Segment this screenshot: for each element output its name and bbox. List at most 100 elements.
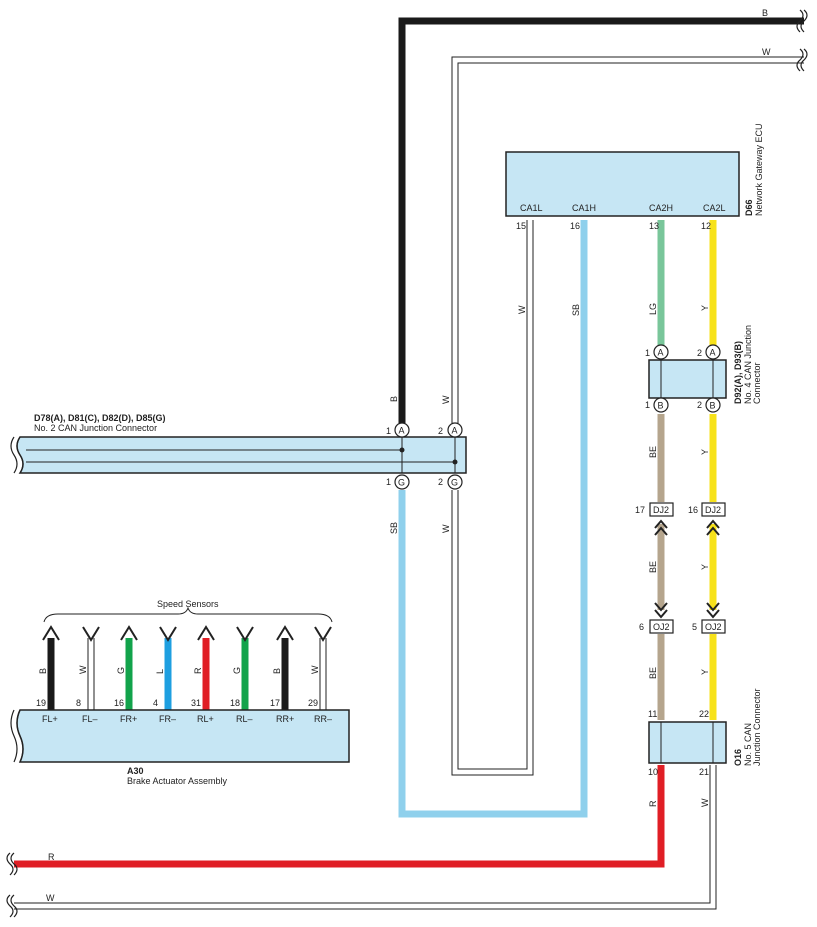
no5-can-junction-connector: 11 22 10 21 O16 No. 5 CAN Junction Conne… — [648, 688, 762, 777]
sensor-pin-label: RL– — [236, 714, 253, 724]
wire-label-w-vertical: W — [441, 395, 451, 404]
wire-w-ca1l-loop — [451, 220, 534, 776]
svg-text:B: B — [710, 401, 716, 411]
wire-label-w-top: W — [762, 47, 771, 57]
sensor-pin-label: RR– — [314, 714, 332, 724]
sensor-pin-labels: B19FL+W8FL–G16FR+L4FR–R31RL+G18RL–B17RR+… — [36, 665, 332, 724]
svg-text:G: G — [451, 478, 458, 488]
no2-pin-1a: 1 A — [386, 422, 410, 438]
no2-pin-2g: 2 G — [438, 474, 463, 490]
svg-text:6: 6 — [639, 622, 644, 632]
sensor-wire-color-label: W — [78, 665, 88, 674]
sensor-wire-color-label: W — [310, 665, 320, 674]
svg-text:2: 2 — [697, 348, 702, 358]
svg-text:G: G — [398, 478, 405, 488]
svg-text:OJ2: OJ2 — [653, 622, 670, 632]
svg-text:DJ2: DJ2 — [705, 505, 721, 515]
svg-text:1: 1 — [386, 426, 391, 436]
wire-b-top — [398, 17, 804, 423]
sensor-wire-fr-plus — [120, 625, 138, 710]
sensor-pin-number: 8 — [76, 698, 81, 708]
gateway-name: Network Gateway ECU — [754, 123, 764, 216]
no5-pin-11: 11 — [648, 709, 657, 719]
wire-label-sb-lower: SB — [389, 522, 399, 534]
svg-text:1: 1 — [645, 348, 650, 358]
wire-label-r-bottom: R — [48, 852, 55, 862]
sensor-wire-rl-minus — [236, 626, 254, 710]
sensor-pin-label: FR– — [159, 714, 176, 724]
gateway-pin-label-ca1h: CA1H — [572, 203, 596, 213]
svg-text:16: 16 — [688, 505, 698, 515]
svg-text:1: 1 — [645, 400, 650, 410]
sensor-wires — [42, 625, 332, 710]
brake-actuator-assembly: Speed Sensors B19FL+W8FL–G16FR+L4FR–R31R… — [10, 599, 350, 786]
no5-connector-name-1: No. 5 CAN — [743, 723, 753, 766]
svg-text:5: 5 — [692, 622, 697, 632]
sensor-pin-label: FL+ — [42, 714, 58, 724]
sensor-pin-label: FR+ — [120, 714, 137, 724]
svg-text:2: 2 — [438, 477, 443, 487]
wire-r-bottom — [14, 765, 665, 868]
sensor-pin-number: 4 — [153, 698, 158, 708]
sensor-wire-fl-minus — [82, 626, 100, 710]
gateway-pin-num-12: 12 — [701, 221, 711, 231]
svg-text:A: A — [658, 348, 664, 358]
gateway-pin-num-16: 16 — [570, 221, 580, 231]
wire-label-be-1: BE — [648, 446, 658, 458]
sensor-pin-number: 17 — [270, 698, 280, 708]
no4-pin-1a: 1 A — [645, 344, 669, 360]
wire-label-r-lower: R — [648, 800, 658, 807]
brake-actuator-id: A30 — [127, 766, 144, 776]
no5-connector-id: O16 — [733, 749, 743, 766]
svg-text:A: A — [399, 426, 405, 436]
svg-text:OJ2: OJ2 — [705, 622, 722, 632]
no2-connector-id: D78(A), D81(C), D82(D), D85(G) — [34, 413, 166, 423]
dj2-connector: 17 DJ2 16 DJ2 — [635, 502, 726, 536]
gateway-ecu-box — [505, 151, 740, 217]
sensor-pin-number: 19 — [36, 698, 46, 708]
sensor-wire-color-label: B — [38, 668, 48, 674]
wire-label-w-ca1l: W — [517, 305, 527, 314]
sensor-wire-color-label: R — [193, 667, 203, 674]
wire-label-be-2: BE — [648, 561, 658, 573]
sensor-wire-color-label: G — [232, 667, 242, 674]
svg-text:2: 2 — [697, 400, 702, 410]
wire-w-top — [451, 56, 804, 423]
brake-actuator-name: Brake Actuator Assembly — [127, 776, 228, 786]
brake-actuator-box — [16, 709, 350, 763]
sensor-wire-fr-minus — [159, 626, 177, 710]
sensor-pin-number: 16 — [114, 698, 124, 708]
gateway-pin-label-ca2h: CA2H — [649, 203, 673, 213]
sensor-wire-color-label: G — [116, 667, 126, 674]
wire-label-b-top: B — [762, 8, 768, 18]
wire-label-y-upper: Y — [700, 305, 710, 311]
no5-pin-10: 10 — [648, 767, 658, 777]
sensor-wire-rr-plus — [276, 625, 294, 710]
no2-connector-box — [16, 436, 467, 474]
sensor-pin-number: 18 — [230, 698, 240, 708]
no2-pin-1g: 1 G — [386, 474, 410, 490]
gateway-pin-num-13: 13 — [649, 221, 659, 231]
svg-text:17: 17 — [635, 505, 645, 515]
no2-can-junction-connector: D78(A), D81(C), D82(D), D85(G) No. 2 CAN… — [10, 413, 467, 490]
svg-text:B: B — [658, 401, 664, 411]
sensor-wire-color-label: L — [155, 669, 165, 674]
svg-text:DJ2: DJ2 — [653, 505, 669, 515]
sensor-pin-number: 31 — [191, 698, 201, 708]
no4-pin-2a: 2 A — [697, 344, 721, 360]
wire-label-b-vertical: B — [389, 396, 399, 402]
no2-connector-name: No. 2 CAN Junction Connector — [34, 423, 157, 433]
oj2-connector: 6 OJ2 5 OJ2 — [639, 602, 726, 634]
sensor-wire-color-label: B — [272, 668, 282, 674]
sensor-pin-label: RR+ — [276, 714, 294, 724]
sensor-pin-label: FL– — [82, 714, 98, 724]
no4-connector-name-2: Connector — [752, 362, 762, 404]
wire-label-w-bottom: W — [46, 893, 55, 903]
no5-pin-21: 21 — [699, 767, 709, 777]
sensor-wire-fl-plus — [42, 625, 60, 710]
wire-label-y-1: Y — [700, 449, 710, 455]
wire-label-sb-ca1h: SB — [571, 304, 581, 316]
gateway-pin-label-ca1l: CA1L — [520, 203, 543, 213]
wire-label-lg: LG — [648, 303, 658, 315]
